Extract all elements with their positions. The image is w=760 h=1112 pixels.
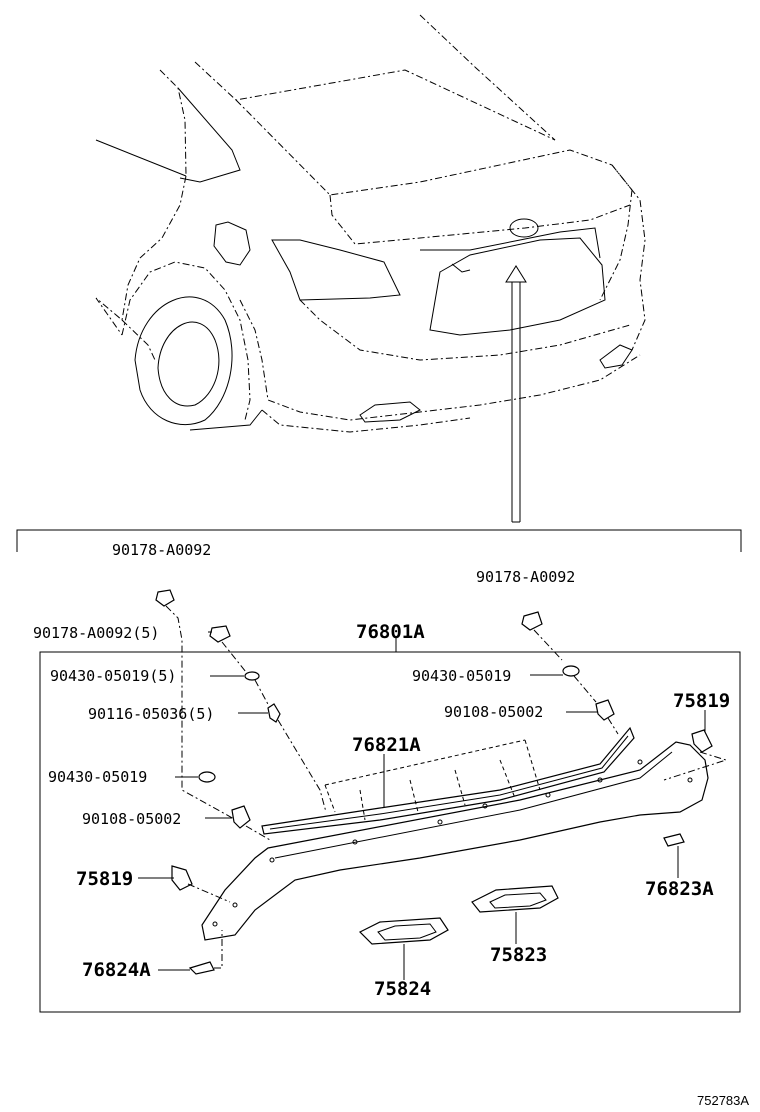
pad-icon [663, 833, 685, 847]
leader-lines [138, 631, 706, 980]
label-washer-left: 90430-05019 [48, 768, 147, 786]
label-washer-left-5: 90430-05019(5) [50, 667, 176, 685]
screw-icon [595, 699, 615, 721]
label-screw-right: 90108-05002 [444, 703, 543, 721]
label-cover-left: 75824 [374, 978, 431, 1000]
bolt-icon [267, 703, 281, 723]
washer-icon [244, 671, 260, 681]
label-clip-left-5: 90178-A0092(5) [33, 624, 159, 642]
washer-icon [562, 665, 580, 677]
label-retainer-left: 75819 [76, 868, 133, 890]
retainer-icon [171, 865, 193, 891]
figure-code: 752783A [697, 1093, 749, 1108]
label-moulding: 76821A [352, 734, 421, 756]
label-washer-right: 90430-05019 [412, 667, 511, 685]
label-assembly: 76801A [356, 621, 425, 643]
clip-icon [155, 589, 175, 607]
assembly-frame [16, 529, 742, 1013]
label-retainer-right: 75819 [673, 690, 730, 712]
fasteners [155, 589, 728, 975]
pad-icon [188, 961, 215, 975]
screw-icon [231, 805, 251, 829]
clip-icon [209, 625, 231, 643]
clip-icon [521, 611, 543, 631]
part-labels: 90178-A0092 90178-A0092 90178-A0092(5) 7… [33, 541, 730, 1000]
label-screw-left: 90108-05002 [82, 810, 181, 828]
garnish-panel [201, 741, 709, 941]
retainer-icon [691, 729, 713, 753]
covers [358, 885, 559, 945]
moulding-strip [261, 726, 635, 835]
label-cover-right: 75823 [490, 944, 547, 966]
label-pad-left: 76824A [82, 959, 151, 981]
label-bolt-left-5: 90116-05036(5) [88, 705, 214, 723]
label-pad-right: 76823A [645, 878, 714, 900]
label-clip-top-right: 90178-A0092 [476, 568, 575, 586]
washer-icon [198, 771, 216, 783]
label-clip-top-left: 90178-A0092 [112, 541, 211, 559]
car-illustration [95, 14, 646, 523]
